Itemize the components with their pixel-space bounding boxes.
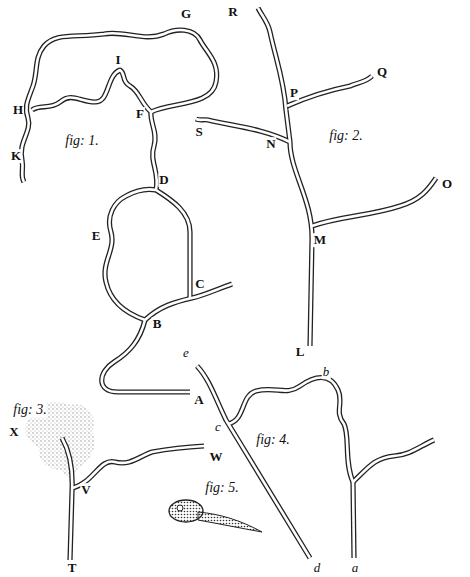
callout-letter: G [180,7,192,21]
callout-letter: E [91,229,102,243]
vessel-lumens [21,8,436,560]
callout-letter: I [114,53,121,67]
vessel-lumen [32,70,151,112]
callout-letter: d [313,561,322,575]
callout-letter: H [12,103,24,117]
callout-letter: B [152,317,163,331]
vessel-lumen [228,378,353,483]
vessel [156,190,190,298]
callout-letter: S [194,125,203,139]
tadpole-head [169,500,203,522]
vessel [102,320,190,392]
vessel [258,8,312,346]
callout-letter: K [10,149,22,163]
vessel-lumen [197,366,310,558]
callout-letter: N [265,137,276,151]
vessel-lumen [105,189,156,320]
callout-letter: L [295,345,306,359]
vessel [73,446,204,488]
callout-letter: O [441,177,453,191]
tadpole-eye [177,505,183,511]
figure-label: fig: 2. [328,129,363,144]
callout-letter: F [135,107,145,121]
figure-label: fig: 1. [64,134,99,149]
vessel [228,378,353,483]
vessel-lumen [145,284,232,320]
vessel [353,482,354,558]
vessel [151,112,157,190]
vessel-lumen [287,76,372,106]
vessel-lumen [21,30,216,182]
vessel-lumen [73,446,204,488]
callout-letter: D [158,173,169,187]
vessel-lumen [258,8,312,346]
vessel [353,440,434,482]
figure-label: fig: 5. [204,481,239,496]
vessel [287,76,372,106]
vessel [312,178,436,226]
callout-letter: P [289,86,299,100]
vessel [21,30,216,182]
vessel-lumen [156,190,190,298]
callout-letter: b [322,365,331,379]
callout-letter: Q [376,65,388,79]
callout-letter: W [209,450,224,464]
callout-letter: M [313,233,327,247]
vessel [62,438,72,560]
figure-label: fig: 3. [12,403,47,418]
callout-letter: V [80,483,91,497]
callout-letter: c [214,420,222,434]
vessel-lumen [353,440,434,482]
vessel-outlines [21,8,436,560]
figure-label: fig: 4. [255,433,290,448]
vessel-lumen [353,482,354,558]
vessel-lumen [151,112,157,190]
vessel [105,189,156,320]
callout-letter: R [227,5,238,19]
callout-letter: X [8,425,19,439]
vessel-lumen [312,178,436,226]
callout-letter: e [182,346,190,360]
callout-letter: C [194,277,205,291]
callout-letter: T [67,561,78,575]
callout-letter: A [193,393,204,407]
tadpole-tail [198,512,262,532]
callout-letter: a [351,561,360,575]
vessel-lumen [102,320,190,392]
vessel [32,70,151,112]
vessel-lumen [62,438,72,560]
